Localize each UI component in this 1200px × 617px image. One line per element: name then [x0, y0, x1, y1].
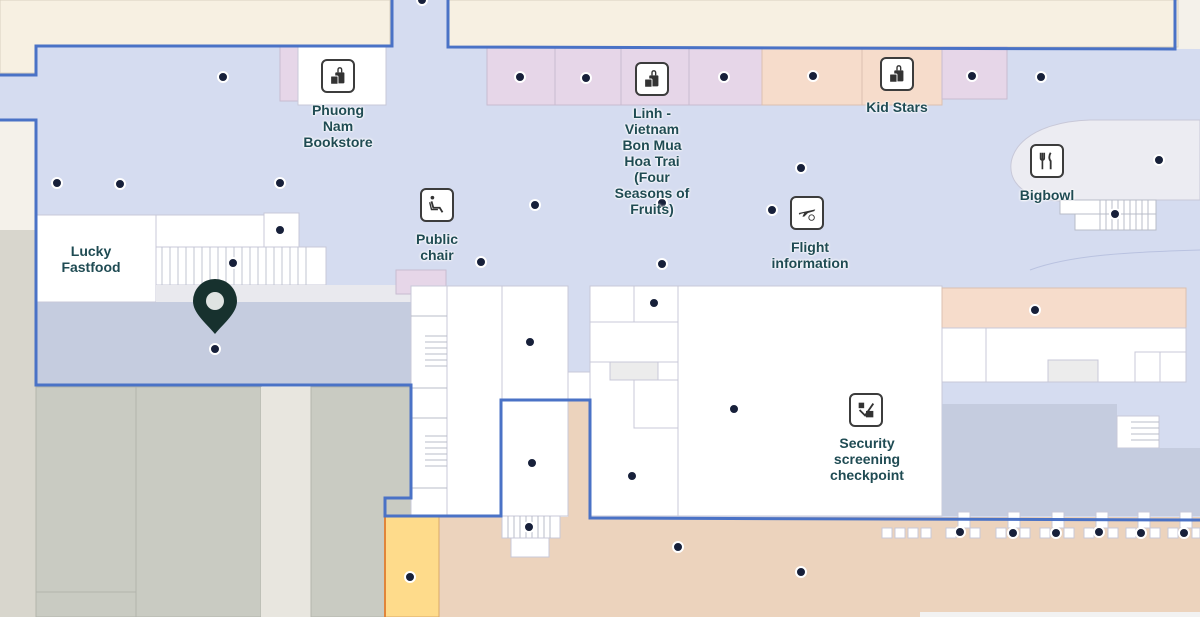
upper-right-room — [447, 0, 1179, 48]
flight-information-label[interactable]: Flight information — [771, 239, 849, 271]
central-block-a — [410, 285, 448, 517]
kid-stars-label[interactable]: Kid Stars — [866, 99, 928, 115]
security-label[interactable]: Security screening checkpoint — [830, 435, 904, 483]
linh-vietnam-label[interactable]: Linh - Vietnam Bon Mua Hoa Trai (Four Se… — [614, 105, 690, 217]
shop-lilac-1 — [279, 46, 299, 102]
yellow-zone — [384, 516, 440, 617]
top-passage — [392, 0, 448, 47]
shopping-bag-icon[interactable] — [635, 62, 669, 96]
lower-gray-block-2 — [135, 386, 262, 617]
security-check-icon — [858, 402, 875, 418]
shopping-bag-icon — [330, 67, 345, 85]
outside-gray-zone — [0, 230, 36, 617]
lower-gray-block-1 — [35, 386, 137, 617]
bigbowl-label[interactable]: Bigbowl — [1019, 187, 1075, 203]
shopping-bag-icon — [889, 65, 904, 83]
curve-line — [1029, 249, 1200, 271]
airplane-info-icon — [798, 209, 816, 221]
lucky-side-room — [155, 214, 265, 248]
shopping-bag-icon — [644, 70, 659, 88]
location-pin-icon[interactable] — [193, 279, 237, 334]
tan-zone-upper — [568, 400, 590, 517]
lucky-fastfood-room — [35, 214, 157, 303]
lucky-stairs — [155, 246, 327, 286]
shopping-bag-icon[interactable] — [321, 59, 355, 93]
location-dots — [51, 0, 1190, 583]
right-peach-room — [941, 287, 1187, 329]
fork-knife-icon[interactable] — [1030, 144, 1064, 178]
right-lower-gray — [942, 404, 1117, 516]
seat-icon[interactable] — [420, 188, 454, 222]
secure-area-boundary — [0, 0, 394, 77]
fork-knife-icon — [1039, 152, 1052, 170]
central-block-e — [567, 371, 591, 401]
lucky-fastfood-label[interactable]: Lucky Fastfood — [61, 243, 121, 275]
security-check-icon[interactable] — [849, 393, 883, 427]
security-room-main — [677, 285, 943, 517]
shopping-bag-icon[interactable] — [880, 57, 914, 91]
central-block-b — [446, 285, 503, 517]
seat-icon — [428, 195, 444, 213]
public-chair-label[interactable]: Public chair — [415, 231, 458, 263]
right-white-room-1 — [941, 327, 987, 383]
lower-light-passage — [261, 387, 311, 617]
airplane-info-icon[interactable] — [790, 196, 824, 230]
phuong-nam-label[interactable]: Phuong Nam Bookstore — [303, 102, 373, 150]
